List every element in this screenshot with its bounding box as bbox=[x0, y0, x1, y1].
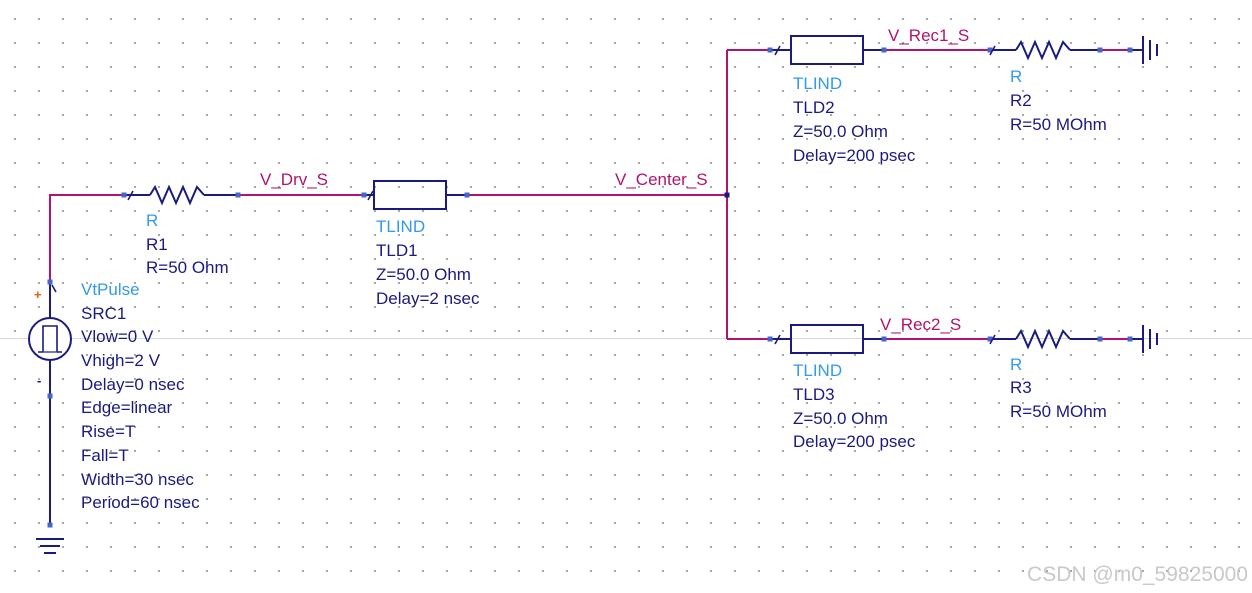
source-plus-sign: + bbox=[34, 287, 42, 302]
tld3-name: TLD3 bbox=[793, 385, 835, 404]
source-param: Rise=T bbox=[81, 422, 136, 441]
tld1-z: Z=50.0 Ohm bbox=[376, 265, 471, 284]
source-type: VtPulse bbox=[81, 280, 140, 299]
resistor-r1-symbol[interactable] bbox=[124, 184, 238, 206]
source-param: Vhigh=2 V bbox=[81, 351, 160, 370]
source-param: Fall=T bbox=[81, 446, 129, 465]
center-junction bbox=[724, 192, 730, 198]
r2-name: R2 bbox=[1010, 91, 1032, 110]
source-minus-sign: - bbox=[37, 373, 42, 388]
ground-src1 bbox=[36, 538, 64, 554]
r3-value: R=50 MOhm bbox=[1010, 402, 1107, 421]
tld1-delay: Delay=2 nsec bbox=[376, 289, 480, 308]
r1-value: R=50 Ohm bbox=[146, 258, 229, 277]
source-param: Edge=linear bbox=[81, 398, 173, 417]
r2-value: R=50 MOhm bbox=[1010, 115, 1107, 134]
tld3-z: Z=50.0 Ohm bbox=[793, 409, 888, 428]
resistor-r3-symbol[interactable] bbox=[990, 328, 1100, 350]
tline-tld3-symbol[interactable] bbox=[770, 324, 884, 354]
tld1-type: TLIND bbox=[376, 217, 426, 236]
tld2-type: TLIND bbox=[793, 74, 843, 93]
source-name: SRC1 bbox=[81, 304, 127, 323]
r1-name: R1 bbox=[146, 235, 168, 254]
wire-src-to-r1[interactable] bbox=[49, 194, 124, 282]
net-label-v-rec2[interactable]: V_Rec2_S bbox=[880, 315, 962, 334]
source-param: Vlow=0 V bbox=[81, 327, 154, 346]
tld2-name: TLD2 bbox=[793, 98, 835, 117]
r3-name: R3 bbox=[1010, 378, 1032, 397]
r3-type: R bbox=[1010, 355, 1023, 374]
tline-tld2-symbol[interactable] bbox=[770, 35, 884, 65]
tld1-name: TLD1 bbox=[376, 241, 418, 260]
source-param: Delay=0 nsec bbox=[81, 375, 185, 394]
watermark: CSDN @m0_59825000 bbox=[1027, 563, 1248, 586]
source-param: Width=30 nsec bbox=[81, 470, 194, 489]
net-label-v-rec1[interactable]: V_Rec1_S bbox=[888, 26, 970, 45]
tld2-z: Z=50.0 Ohm bbox=[793, 122, 888, 141]
net-label-v-drv[interactable]: V_Drv_S bbox=[260, 170, 329, 189]
tld2-delay: Delay=200 psec bbox=[793, 146, 916, 165]
source-src1-symbol[interactable] bbox=[28, 282, 72, 525]
source-param: Period=60 nsec bbox=[81, 493, 200, 512]
pin-ticks bbox=[51, 45, 996, 345]
r1-type: R bbox=[146, 211, 159, 230]
ground-r2 bbox=[1130, 36, 1158, 64]
resistor-r2-symbol[interactable] bbox=[990, 39, 1100, 61]
tld3-delay: Delay=200 psec bbox=[793, 432, 916, 451]
tld3-type: TLIND bbox=[793, 361, 843, 380]
net-label-v-center[interactable]: V_Center_S bbox=[615, 170, 708, 189]
pin-markers bbox=[47, 47, 1133, 528]
r2-type: R bbox=[1010, 67, 1023, 86]
tline-tld1-symbol[interactable] bbox=[364, 180, 467, 210]
